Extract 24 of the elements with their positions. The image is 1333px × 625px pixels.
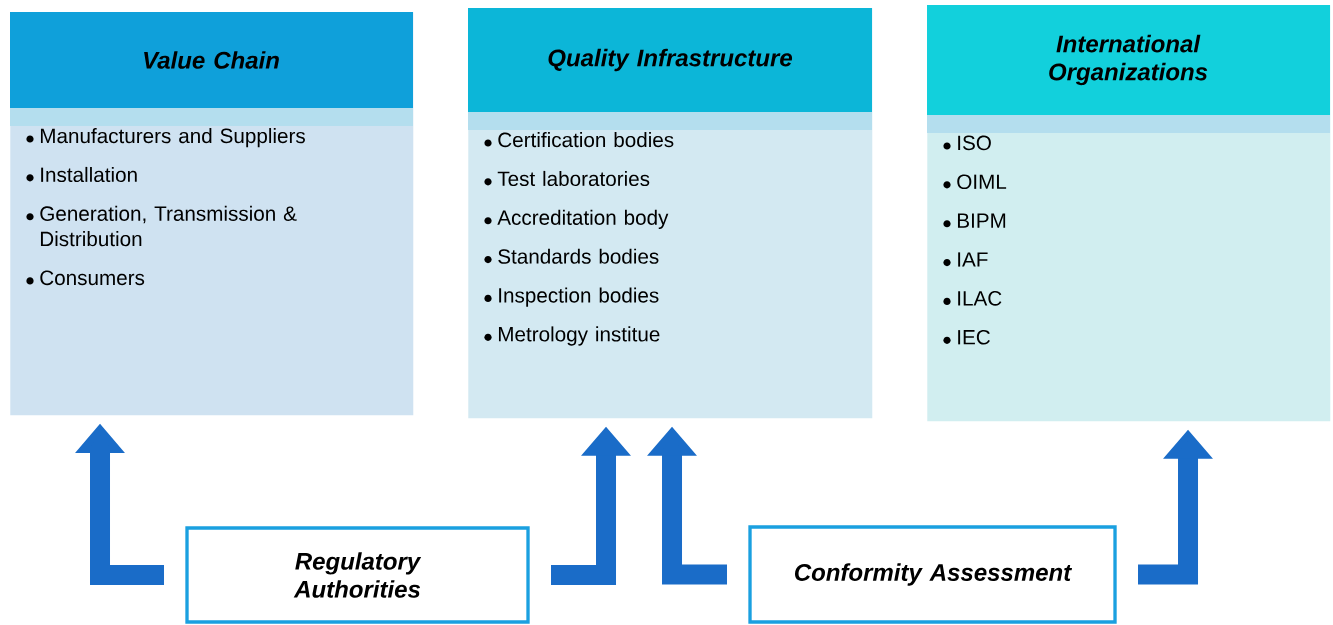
list-item: Installation	[26, 166, 137, 183]
list-item: IEC	[943, 329, 990, 345]
list-item: Consumers	[26, 270, 145, 286]
list-item: ILAC	[943, 291, 1002, 306]
list-item: OIML	[943, 174, 1007, 190]
list-item: Accreditation body	[484, 209, 669, 229]
list-item: ISO	[943, 135, 991, 151]
list-item: Certification bodies	[484, 132, 674, 148]
box-header: International Organizations	[927, 5, 1330, 133]
list-item: BIPM	[943, 213, 1006, 228]
list-item: IAF	[943, 252, 988, 267]
category-box	[468, 8, 873, 419]
list-item: Test laboratories	[484, 170, 650, 187]
category-box	[10, 12, 414, 416]
text-box: Conformity Assessment	[748, 525, 1117, 624]
text-box: Regulatory Authorities	[185, 526, 530, 624]
box-header: Value Chain	[10, 12, 413, 126]
list-item: Manufacturers and Suppliers	[26, 128, 305, 148]
list-item: Standards bodies	[484, 248, 659, 264]
category-box	[927, 5, 1331, 422]
box-header: Quality Infrastructure	[468, 8, 872, 130]
list-item: Inspection bodies	[484, 287, 659, 307]
list-item: Generation, Transmission & Distribution	[26, 205, 297, 247]
list-item: Metrology institue	[484, 326, 660, 346]
